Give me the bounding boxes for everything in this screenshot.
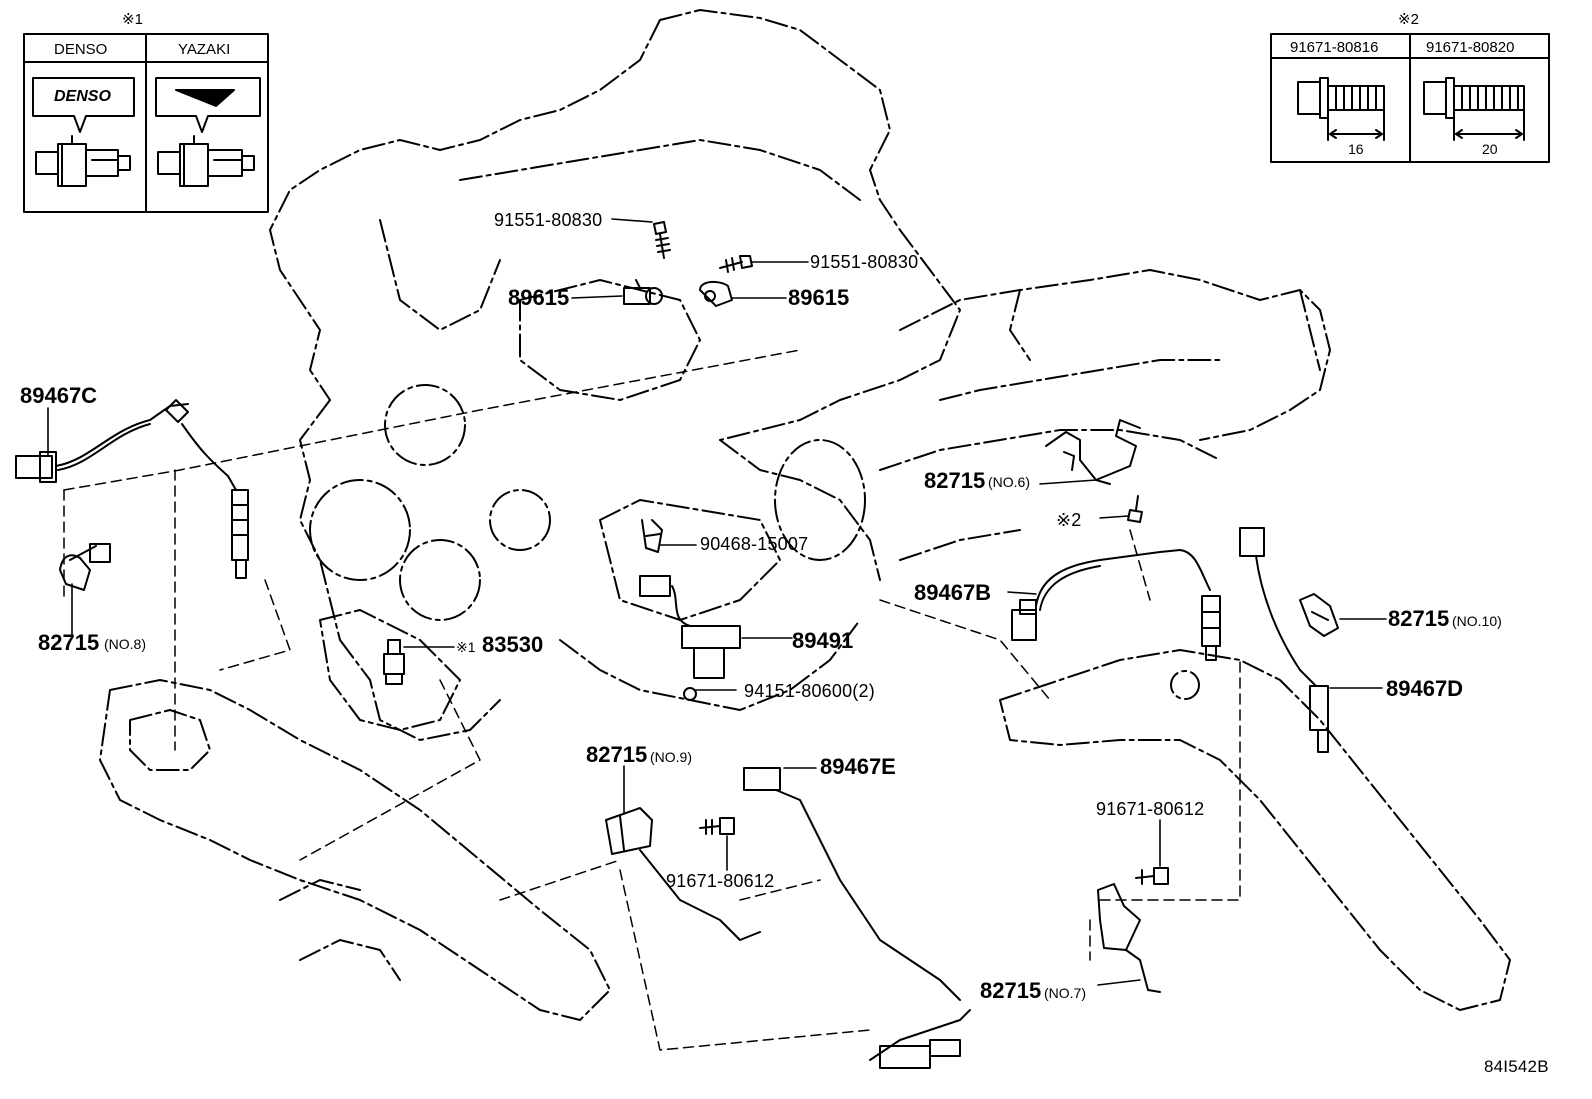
bolt-91551-b-icon xyxy=(719,255,753,273)
callout-82715-no8-sub: (NO.8) xyxy=(104,636,146,652)
cam-sensor-89615b-icon xyxy=(699,280,733,307)
bracket-82715-no9-icon xyxy=(605,807,761,941)
bolt-length-16: 16 xyxy=(1348,141,1364,157)
inset2-header-80820: 91671-80820 xyxy=(1426,39,1515,56)
bolt-20-icon xyxy=(1423,77,1525,141)
callout-89467d[interactable]: 89467D xyxy=(1386,676,1464,701)
callout-82715-no7-sub: (NO.7) xyxy=(1044,985,1086,1001)
bolt-16-icon xyxy=(1297,77,1385,141)
callout-91551-80830-a[interactable]: 91551-80830 xyxy=(494,210,603,230)
bolt-length-20: 20 xyxy=(1482,141,1498,157)
bracket-82715-no6-icon xyxy=(1045,419,1141,485)
inset2-header-80816: 91671-80816 xyxy=(1290,39,1379,56)
left-exhaust-outline xyxy=(99,679,611,1021)
bracket-82715-no7-icon xyxy=(1097,883,1161,993)
sensor-89491-icon xyxy=(639,575,741,701)
right-exhaust-outline xyxy=(999,649,1511,1011)
callout-83530-mark: ※1 xyxy=(456,639,476,655)
inset1-header-denso: DENSO xyxy=(54,41,108,58)
callout-82715-no9-sub: (NO.9) xyxy=(650,749,692,765)
clamp-82715-no8-icon xyxy=(59,543,111,591)
callout-82715-no10[interactable]: 82715 xyxy=(1388,606,1450,631)
leader-lines xyxy=(47,218,1387,986)
bolt-91671b-icon xyxy=(1135,867,1169,885)
inset1-marker: ※1 xyxy=(122,11,143,28)
sensor-83530-icon xyxy=(383,639,405,685)
diagram-id: 84I542B xyxy=(1484,1057,1549,1076)
callout-89615-a[interactable]: 89615 xyxy=(508,285,570,310)
callout-89615-b[interactable]: 89615 xyxy=(788,285,850,310)
callout-89467b[interactable]: 89467B xyxy=(914,580,992,605)
callout-91671-80612-a[interactable]: 91671-80612 xyxy=(666,871,775,891)
callout-82715-no9[interactable]: 82715 xyxy=(586,742,648,767)
callout-89467e[interactable]: 89467E xyxy=(820,754,896,779)
bolt-91551-icon xyxy=(653,221,671,259)
cam-sensor-89615a-icon xyxy=(623,279,663,305)
engine-block-outline xyxy=(269,9,961,741)
o2-sensor-89467c-icon xyxy=(15,399,249,579)
callout-89491[interactable]: 89491 xyxy=(792,628,854,653)
callout-82715-no7[interactable]: 82715 xyxy=(980,978,1042,1003)
clip-90468-icon xyxy=(641,519,663,553)
guide-lines xyxy=(63,349,1241,1051)
yazaki-sensor-icon xyxy=(157,135,255,187)
o2-sensor-89467b-icon xyxy=(1011,549,1221,661)
callout-82715-no6-sub: (NO.6) xyxy=(988,474,1030,490)
inset2-marker: ※2 xyxy=(1398,11,1419,28)
callout-82715-no6[interactable]: 82715 xyxy=(924,468,986,493)
callout-82715-no8[interactable]: 82715 xyxy=(38,630,100,655)
transmission-outline xyxy=(879,269,1331,561)
inset-sensor-variants xyxy=(23,33,269,213)
callout-91551-80830-b[interactable]: 91551-80830 xyxy=(810,252,919,272)
denso-logo: DENSO xyxy=(54,88,111,105)
callout-91671-80612-b[interactable]: 91671-80612 xyxy=(1096,799,1205,819)
o2-sensor-89467e-icon xyxy=(743,767,971,1069)
inset-bolt-variants xyxy=(1270,33,1550,163)
callout-83530[interactable]: 83530 xyxy=(482,632,544,657)
callout-82715-no10-sub: (NO.10) xyxy=(1452,613,1502,629)
callout-89467c[interactable]: 89467C xyxy=(20,383,98,408)
callout-90468-15007[interactable]: 90468-15007 xyxy=(700,534,809,554)
denso-sensor-icon xyxy=(35,135,131,187)
o2-sensor-89467d-icon xyxy=(1239,527,1329,753)
callout-94151-80600[interactable]: 94151-80600(2) xyxy=(744,681,875,701)
clip-82715-no10-icon xyxy=(1299,593,1339,637)
bolt-mark2-icon xyxy=(1127,495,1143,523)
inset1-header-yazaki: YAZAKI xyxy=(178,41,231,58)
callout-mark2: ※2 xyxy=(1056,510,1082,530)
bolt-91671a-icon xyxy=(699,817,735,835)
